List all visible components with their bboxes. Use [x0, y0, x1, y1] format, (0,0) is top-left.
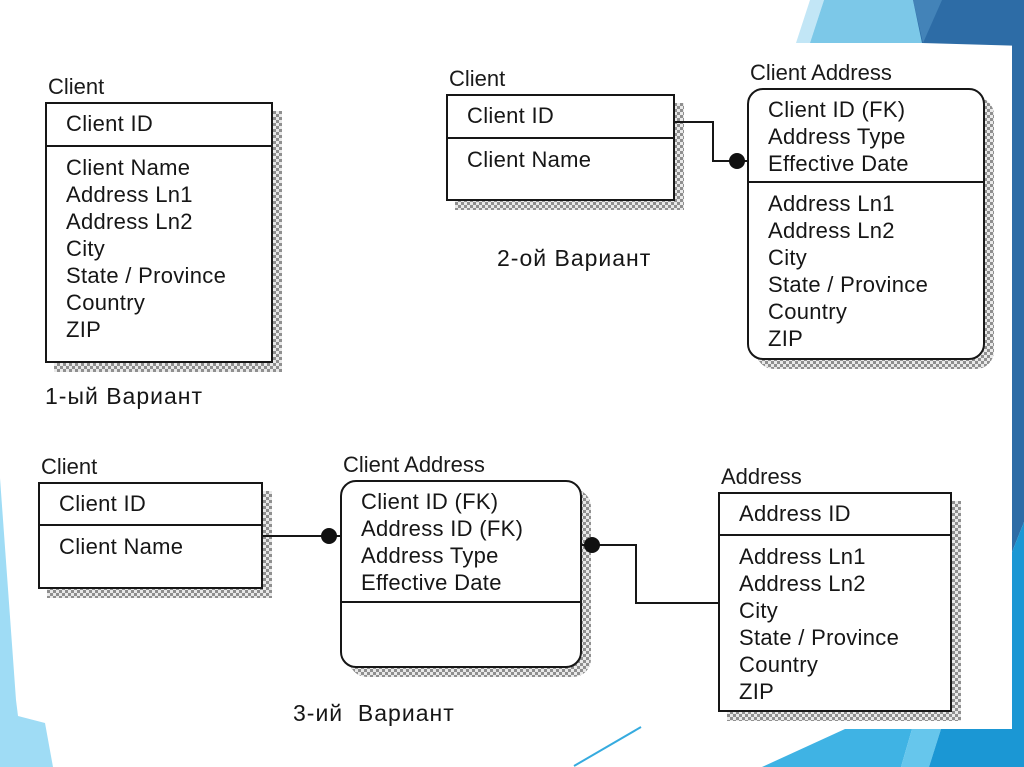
- field-attribute: Country: [66, 290, 146, 315]
- entity-title: Client: [48, 74, 105, 99]
- entity-title: Client Address: [343, 452, 485, 477]
- entity-box: Client ID Client Name: [38, 482, 263, 589]
- field-attribute: Address Ln2: [768, 218, 895, 243]
- key-attribute: Effective Date: [768, 151, 909, 176]
- key-attribute: Client ID: [59, 491, 147, 516]
- field-attribute: City: [739, 598, 779, 623]
- entity-title: Client Address: [750, 60, 892, 85]
- connector-v3-clientaddress-to-address: [582, 544, 718, 604]
- field-attribute: Address Ln1: [66, 182, 193, 207]
- entity-box: Client ID Client Name Address Ln1 Addres…: [45, 102, 273, 363]
- connector-v2-client-to-clientaddress: [675, 121, 747, 162]
- entity-client-address-variant3: Client Address Client ID (FK) Address ID…: [340, 452, 591, 677]
- entity-client-variant3: Client Client ID Client Name: [38, 454, 272, 598]
- field-attribute: Address Ln1: [768, 191, 895, 216]
- variant1-label: 1-ый Вариант: [45, 383, 204, 409]
- key-attribute: Client ID: [467, 103, 555, 128]
- empty-body-section: [342, 603, 580, 610]
- field-attribute: State / Province: [739, 625, 900, 650]
- field-attribute: Address Ln2: [739, 571, 866, 596]
- field-attribute: State / Province: [66, 263, 227, 288]
- entity-client-variant1: Client Client ID Client Name Address Ln1…: [45, 74, 282, 372]
- entity-box: Address ID Address Ln1 Address Ln2 City …: [718, 492, 952, 712]
- entity-client-variant2: Client Client ID Client Name: [446, 66, 684, 210]
- decor-right-strip-azure: [1012, 522, 1024, 767]
- field-attribute: Address Ln1: [739, 544, 866, 569]
- entity-box: Client ID (FK) Address ID (FK) Address T…: [340, 480, 582, 668]
- entity-address-variant3: Address Address ID Address Ln1 Address L…: [718, 464, 961, 721]
- entity-title: Client: [41, 454, 98, 479]
- field-attribute: ZIP: [768, 326, 804, 351]
- field-attribute: Address Ln2: [66, 209, 193, 234]
- entity-client-address-variant2: Client Address Client ID (FK) Address Ty…: [747, 60, 994, 369]
- key-attribute: Address ID: [739, 501, 851, 526]
- key-attribute: Client ID: [66, 111, 154, 136]
- decor-bottom-right-mid: [762, 729, 912, 767]
- field-attribute: Country: [739, 652, 819, 677]
- field-attribute: ZIP: [739, 679, 775, 704]
- key-attribute: Address Type: [361, 543, 499, 568]
- key-attribute: Client ID (FK): [768, 97, 906, 122]
- variant3-label: 3-ий Вариант: [293, 700, 455, 726]
- entity-title: Client: [449, 66, 506, 91]
- entity-box: Client ID Client Name: [446, 94, 675, 201]
- decor-right-strip-dark: [1012, 0, 1024, 552]
- field-attribute: State / Province: [768, 272, 929, 297]
- key-attribute: Effective Date: [361, 570, 502, 595]
- decor-top-right-sliver: [796, 0, 824, 43]
- relationship-dot: [321, 528, 337, 544]
- field-attribute: Client Name: [59, 534, 184, 559]
- key-attribute: Client ID (FK): [361, 489, 499, 514]
- entity-title: Address: [721, 464, 802, 489]
- entity-box: Client ID (FK) Address Type Effective Da…: [747, 88, 985, 360]
- decor-top-right-steel: [913, 0, 1024, 46]
- decor-top-right-sky: [810, 0, 923, 43]
- field-attribute: Client Name: [66, 155, 191, 180]
- field-attribute: City: [66, 236, 106, 261]
- decor-bottom-right-dark: [929, 729, 1024, 767]
- decor-top-right-steel-facet: [913, 0, 942, 43]
- key-attribute: Address Type: [768, 124, 906, 149]
- field-attribute: ZIP: [66, 317, 102, 342]
- decor-bottom-right-light: [901, 729, 941, 767]
- variant2-label: 2-ой Вариант: [497, 245, 652, 271]
- field-attribute: Client Name: [467, 147, 592, 172]
- decor-thin-diagonal-line: [573, 726, 642, 767]
- key-attribute: Address ID (FK): [361, 516, 524, 541]
- field-attribute: City: [768, 245, 808, 270]
- relationship-dot: [729, 153, 745, 169]
- field-attribute: Country: [768, 299, 848, 324]
